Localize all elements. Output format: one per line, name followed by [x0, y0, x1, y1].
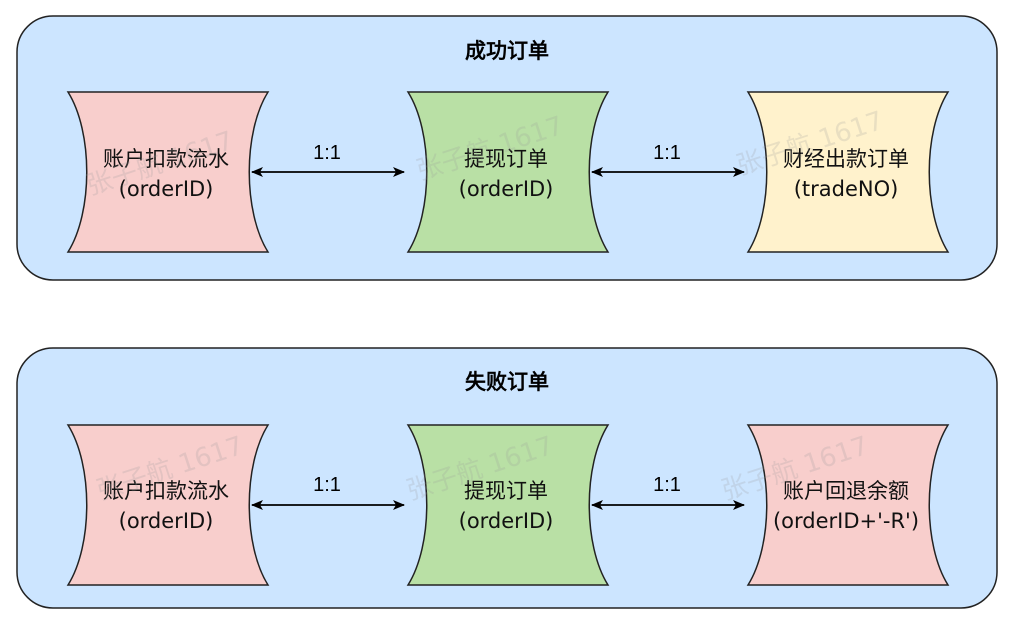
node-withdrawal-order[interactable]: 提现订单 (orderID)	[406, 91, 610, 253]
node-account-debit-flow[interactable]: 账户扣款流水 (orderID)	[66, 91, 270, 253]
node-shape	[66, 424, 270, 586]
node-label: 财经出款订单	[783, 147, 909, 171]
node-sublabel: (orderID)	[119, 177, 214, 201]
group-failed-orders: 失败订单 账户扣款流水 (orderID) 提现订单 (orderID) 账户回…	[16, 347, 998, 609]
node-sublabel: (tradeNO)	[794, 177, 899, 201]
node-sublabel: (orderID)	[119, 509, 214, 533]
node-sublabel: (orderID)	[459, 509, 554, 533]
edge-label: 1:1	[653, 142, 681, 164]
node-shape	[746, 424, 950, 586]
edge-label: 1:1	[653, 474, 681, 496]
node-shape	[746, 91, 950, 253]
group-title: 成功订单	[465, 39, 549, 63]
node-withdrawal-order[interactable]: 提现订单 (orderID)	[406, 424, 610, 586]
node-shape	[406, 91, 610, 253]
node-shape	[406, 424, 610, 586]
node-finance-payout-order[interactable]: 财经出款订单 (tradeNO)	[746, 91, 950, 253]
edge-label: 1:1	[313, 142, 341, 164]
node-account-debit-flow[interactable]: 账户扣款流水 (orderID)	[66, 424, 270, 586]
edge-label: 1:1	[313, 474, 341, 496]
node-account-refund-balance[interactable]: 账户回退余额 (orderID+'-R')	[746, 424, 950, 586]
group-success-orders: 成功订单 账户扣款流水 (orderID) 提现订单 (orderID) 财经出…	[16, 15, 998, 281]
node-label: 账户扣款流水	[103, 147, 229, 171]
node-label: 提现订单	[464, 479, 548, 503]
node-label: 提现订单	[464, 147, 548, 171]
node-shape	[66, 91, 270, 253]
node-sublabel: (orderID)	[459, 177, 554, 201]
group-title: 失败订单	[465, 370, 549, 394]
node-sublabel: (orderID+'-R')	[773, 509, 919, 533]
node-label: 账户扣款流水	[103, 479, 229, 503]
node-label: 账户回退余额	[783, 479, 909, 503]
